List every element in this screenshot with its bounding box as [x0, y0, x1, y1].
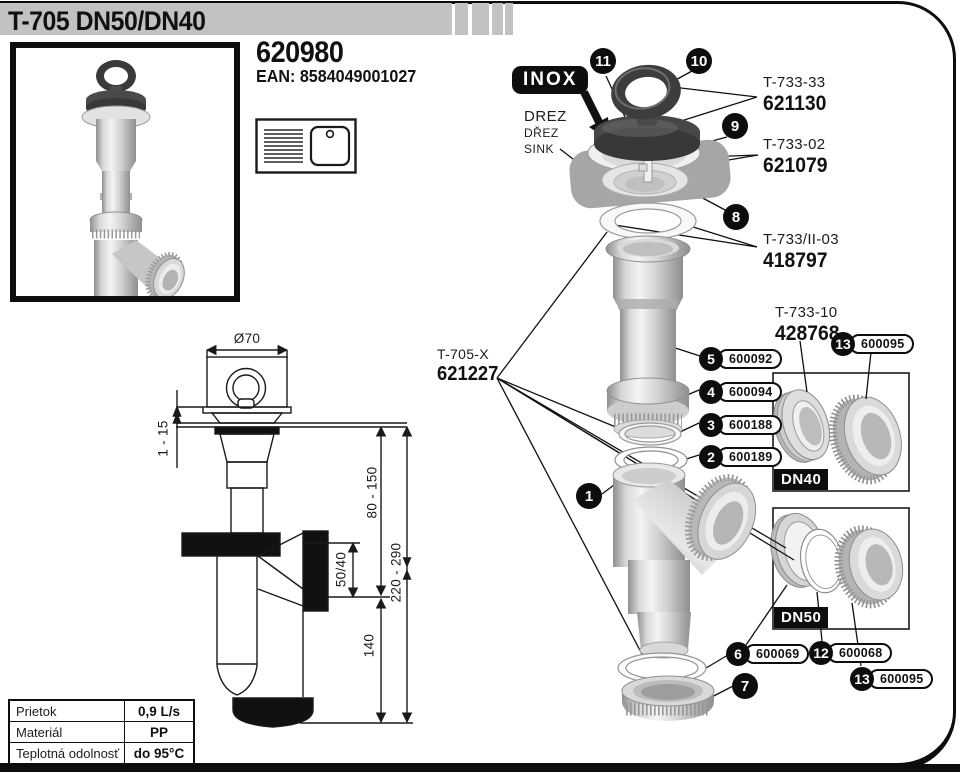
- dim-upper-range: 80 - 150: [364, 466, 380, 519]
- callout-8: 8: [723, 204, 749, 230]
- ref-label: T-733-10: [775, 304, 838, 321]
- callout-3: 3 600188: [699, 413, 782, 437]
- ref-label: T-733-33: [763, 74, 826, 91]
- callout-13-dn40: 13 600095: [831, 332, 914, 356]
- bottom-rule: [0, 764, 960, 772]
- inox-badge: INOX: [512, 66, 589, 94]
- callout-number: 13: [850, 667, 874, 691]
- callout-number: 13: [831, 332, 855, 356]
- ref-t733-ii-03: T-733/II-03 418797: [763, 231, 839, 273]
- part-code: 600095: [868, 669, 933, 689]
- ref-label: T-733-02: [763, 136, 826, 153]
- callout-11: 11: [590, 48, 616, 74]
- callout-7: 7: [732, 673, 758, 699]
- callout-number: 12: [809, 641, 833, 665]
- spec-label: Prietok: [8, 699, 125, 722]
- dim-outlet-size: 50/40: [333, 551, 349, 588]
- header-tick: [492, 3, 503, 35]
- sink-label-sk: DREZ: [524, 108, 567, 125]
- part-code: 600188: [717, 415, 782, 435]
- product-photo: [81, 60, 185, 296]
- table-row: Prietok 0,9 L/s: [8, 699, 195, 722]
- dim-total-range: 220 - 290: [388, 542, 404, 603]
- ref-code: 621079: [763, 154, 828, 177]
- callout-2: 2 600189: [699, 445, 782, 469]
- product-ean: EAN: 8584049001027: [256, 66, 417, 86]
- header-tick: [472, 3, 489, 35]
- spec-value: 0,9 L/s: [124, 699, 195, 722]
- dim-insert-depth: 1 - 15: [155, 420, 171, 457]
- table-row: Materiál PP: [8, 721, 195, 743]
- callout-number: 6: [726, 642, 750, 666]
- callout-4: 4 600094: [699, 380, 782, 404]
- callout-6: 6 600069: [726, 642, 809, 666]
- callout-12: 12 600068: [809, 641, 892, 665]
- ref-code: 621130: [763, 92, 827, 115]
- part-code: 600095: [849, 334, 914, 354]
- title-bar: T-705 DN50/DN40: [0, 3, 452, 36]
- callout-number: 2: [699, 445, 723, 469]
- spec-table: Prietok 0,9 L/s Materiál PP Teplotná odo…: [8, 699, 195, 765]
- ref-t733-33: T-733-33 621130: [763, 74, 832, 116]
- sink-label-cz: DŘEZ: [524, 126, 559, 140]
- callout-number: 4: [699, 380, 723, 404]
- exploded-parts: [569, 64, 757, 721]
- part-code: 600094: [717, 382, 782, 402]
- exploded-diagram: [496, 64, 910, 721]
- callout-1: 1: [576, 483, 602, 509]
- dimension-drawing: [172, 344, 413, 728]
- spec-value: do 95°C: [124, 742, 195, 765]
- ref-t733-10: T-733-10 428768: [775, 304, 845, 346]
- page-title: T-705 DN50/DN40: [8, 6, 206, 36]
- ref-code: 621227: [437, 363, 499, 385]
- dim-lower: 140: [361, 633, 377, 658]
- part-code: 600069: [744, 644, 809, 664]
- sink-label-en: SINK: [524, 142, 555, 156]
- ref-t705-x: T-705-X 621227: [437, 346, 504, 386]
- callout-number: 3: [699, 413, 723, 437]
- ref-code: 418797: [763, 249, 828, 272]
- ref-label: T-733/II-03: [763, 231, 839, 248]
- ref-t733-02: T-733-02 621079: [763, 136, 833, 178]
- spec-value: PP: [124, 721, 195, 743]
- callout-5: 5 600092: [699, 347, 782, 371]
- kitchen-sink-icon: [255, 118, 357, 174]
- dn40-badge: DN40: [774, 469, 829, 490]
- ref-label: T-705-X: [437, 346, 489, 362]
- part-code: 600068: [827, 643, 892, 663]
- product-code: 620980: [256, 36, 344, 69]
- callout-9: 9: [722, 113, 748, 139]
- part-code: 600189: [717, 447, 782, 467]
- photo-siphon-illustration: [81, 60, 185, 296]
- table-row: Teplotná odolnosť do 95°C: [8, 742, 195, 765]
- callout-10: 10: [686, 48, 712, 74]
- dn50-kit-box: [770, 507, 910, 630]
- dn50-badge: DN50: [774, 607, 829, 628]
- ref-code: 428768: [775, 322, 840, 345]
- dim-diameter: Ø70: [233, 331, 261, 346]
- part-code: 600092: [717, 349, 782, 369]
- callout-number: 5: [699, 347, 723, 371]
- header-tick: [455, 3, 468, 35]
- spec-label: Materiál: [8, 721, 125, 743]
- header-tick: [505, 3, 513, 35]
- callout-13-dn50: 13 600095: [850, 667, 933, 691]
- spec-label: Teplotná odolnosť: [8, 742, 125, 765]
